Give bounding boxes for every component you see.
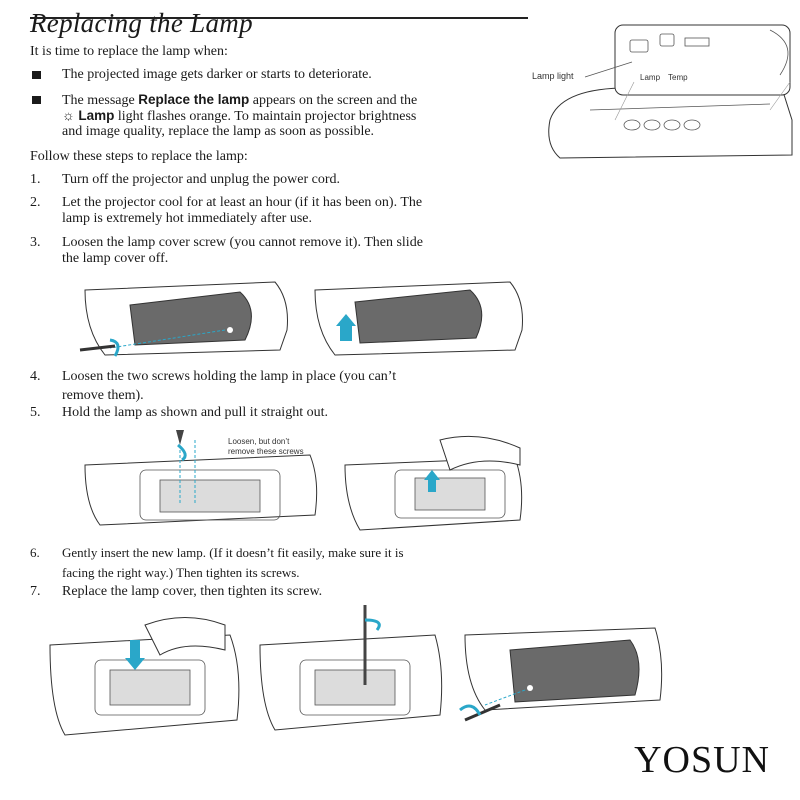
step-4-text: Loosen the two screws holding the lamp i… [62, 369, 397, 384]
step-4-line-2: remove them). [62, 388, 144, 403]
step-3-text: Loosen the lamp cover screw (you cannot … [62, 235, 423, 250]
panel-temp-label: Temp [668, 73, 688, 82]
bullet-2-line-2: ☼ Lamp light flashes orange. To maintain… [62, 108, 416, 125]
step-6-text: Gently insert the new lamp. (If it doesn… [62, 545, 404, 560]
page-title: Replacing the Lamp [30, 8, 253, 38]
bullet-2-line-1: The message Replace the lamp appears on … [62, 92, 417, 109]
bullet-2-pre: The message [62, 93, 139, 108]
brand-watermark: YOSUN [634, 739, 770, 781]
step-number: 1. [30, 172, 41, 187]
bullet-2-line-3: and image quality, replace the lamp as s… [62, 124, 375, 139]
replace-the-lamp-message: Replace the lamp [138, 92, 250, 107]
step-3-slide-cover-illustration [314, 281, 523, 356]
step-7-text: Replace the lamp cover, then tighten its… [62, 584, 323, 599]
step-number: 5. [30, 405, 41, 420]
step-5: 5. Hold the lamp as shown and pull it str… [30, 405, 328, 421]
bullet-2-line-2-text: light flashes orange. To maintain projec… [114, 109, 417, 124]
step-3-line-2: the lamp cover off. [62, 251, 169, 266]
step-4: 4. Loosen the two screws holding the lamp… [30, 369, 396, 385]
lamp-light-icon: ☼ [62, 109, 75, 124]
loosen-note-line-2: remove these screws [228, 447, 304, 456]
bullet-marker [32, 96, 41, 104]
loosen-note-line-1: Loosen, but don’t [228, 437, 290, 446]
intro-text: It is time to replace the lamp when: [30, 44, 228, 59]
step-6-insert-lamp-illustration [49, 617, 240, 736]
title-rule [30, 17, 528, 19]
step-6-line-2: facing the right way.) Then tighten its … [62, 565, 300, 580]
bullet-2-post: appears on the screen and the [249, 93, 418, 108]
step-1-text: Turn off the projector and unplug the po… [62, 172, 340, 187]
follow-text: Follow these steps to replace the lamp: [30, 149, 248, 164]
step-2-text: Let the projector cool for at least an h… [62, 195, 423, 210]
lamp-label: Lamp [78, 108, 115, 123]
step-7-replace-cover-illustration [459, 627, 663, 722]
step-number: 2. [30, 195, 41, 210]
bullet-1-text: The projected image gets darker or start… [62, 67, 372, 82]
step-number: 4. [30, 369, 41, 384]
step-6-tighten-screws-illustration [259, 605, 443, 731]
step-number: 7. [30, 584, 41, 599]
step-3: 3. Loosen the lamp cover screw (you canno… [30, 235, 423, 251]
step-number: 6. [30, 545, 40, 560]
projector-top-illustration [548, 24, 793, 159]
step-5-pull-lamp-illustration [344, 435, 523, 531]
step-7: 7. Replace the lamp cover, then tighten i… [30, 584, 322, 600]
panel-lamp-label: Lamp [640, 73, 661, 82]
step-2-line-2: lamp is extremely hot immediately after … [62, 211, 312, 226]
step-2: 2. Let the projector cool for at least an… [30, 195, 422, 211]
step-4-screws-illustration [84, 430, 318, 526]
lamp-light-callout: Lamp light [532, 71, 574, 81]
step-5-text: Hold the lamp as shown and pull it strai… [62, 405, 328, 420]
step-number: 3. [30, 235, 41, 250]
bullet-marker [32, 71, 41, 79]
step-3-cover-screw-illustration [79, 281, 288, 357]
step-1: 1. Turn off the projector and unplug the … [30, 172, 340, 188]
step-6: 6. Gently insert the new lamp. (If it doe… [30, 545, 404, 561]
